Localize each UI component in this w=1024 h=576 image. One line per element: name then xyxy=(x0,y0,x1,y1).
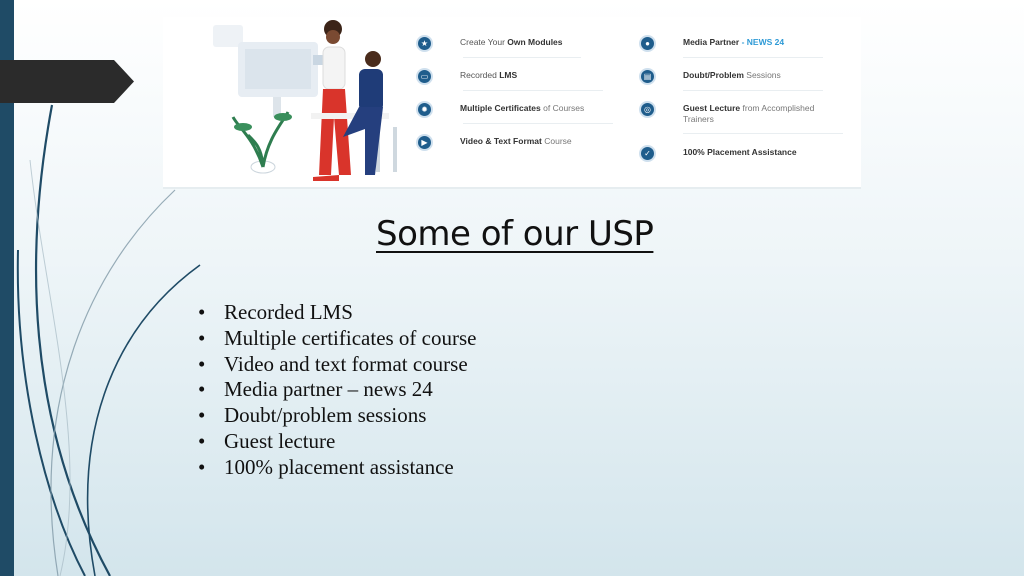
list-item: Video and text format course xyxy=(198,352,476,378)
feature-text: Media Partner - NEWS 24 xyxy=(683,37,785,47)
feature-text: 100% Placement Assistance xyxy=(683,147,797,157)
id-card-icon: ▤ xyxy=(639,68,656,85)
feature-recorded-lms: ▭ Recorded LMS xyxy=(416,68,518,85)
feature-text: Video & Text Format Course xyxy=(460,136,572,146)
list-item: Recorded LMS xyxy=(198,300,476,326)
usp-list: Recorded LMS Multiple certificates of co… xyxy=(198,300,476,481)
list-item: Guest lecture xyxy=(198,429,476,455)
check-badge-icon: ✓ xyxy=(639,145,656,162)
slide-title: Some of our USP xyxy=(376,214,654,254)
left-accent-bar xyxy=(0,0,14,576)
feature-text: Create Your Own Modules xyxy=(460,37,563,47)
feature-text: Doubt/Problem Sessions xyxy=(683,70,781,80)
feature-doubt-sessions: ▤ Doubt/Problem Sessions xyxy=(639,68,781,85)
people-illustration xyxy=(213,20,397,181)
handshake-icon: ◎ xyxy=(639,101,656,118)
list-item: Doubt/problem sessions xyxy=(198,403,476,429)
feature-guest-lecture: ◎ Guest Lecture from Accomplished Traine… xyxy=(639,101,819,124)
monitor-icon: ▭ xyxy=(416,68,433,85)
certificate-icon: ✹ xyxy=(416,101,433,118)
feature-text: Recorded LMS xyxy=(460,70,518,80)
feature-video-text-format: ▶ Video & Text Format Course xyxy=(416,134,572,151)
arrow-tab-shape xyxy=(0,60,134,103)
decorative-curves xyxy=(16,104,201,576)
list-item: 100% placement assistance xyxy=(198,455,476,481)
list-item: Media partner – news 24 xyxy=(198,377,476,403)
list-item: Multiple certificates of course xyxy=(198,326,476,352)
feature-placement-assistance: ✓ 100% Placement Assistance xyxy=(639,145,797,162)
chat-icon: ● xyxy=(639,35,656,52)
feature-media-partner: ● Media Partner - NEWS 24 xyxy=(639,35,785,52)
feature-own-modules: ★ Create Your Own Modules xyxy=(416,35,563,52)
features-banner: ★ Create Your Own Modules ▭ Recorded LMS… xyxy=(163,17,861,189)
feature-text: Multiple Certificates of Courses xyxy=(460,103,585,113)
feature-multiple-certificates: ✹ Multiple Certificates of Courses xyxy=(416,101,585,118)
star-badge-icon: ★ xyxy=(416,35,433,52)
play-icon: ▶ xyxy=(416,134,433,151)
feature-text: Guest Lecture from Accomplished Trainers xyxy=(683,103,815,124)
